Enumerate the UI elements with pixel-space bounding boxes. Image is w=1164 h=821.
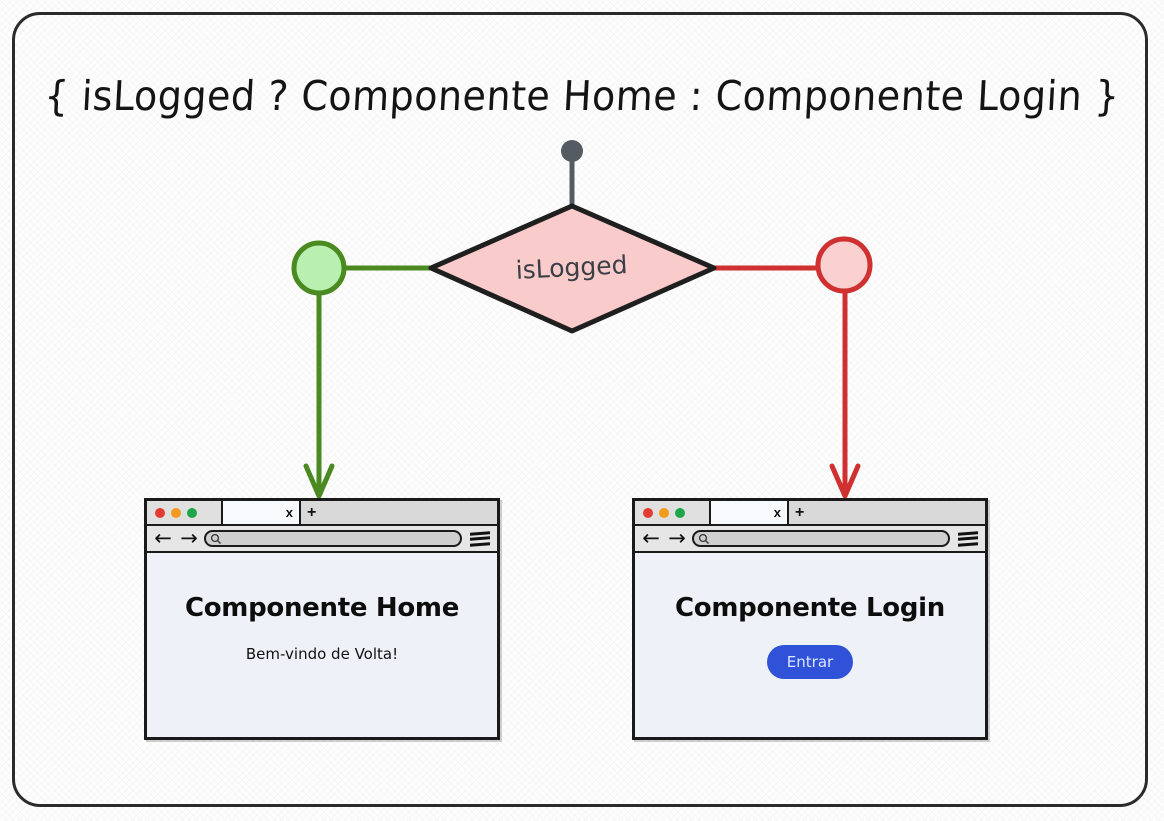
plus-icon: + (307, 503, 317, 521)
node-false-circle[interactable] (815, 236, 873, 294)
back-arrow-icon[interactable]: ← (154, 526, 172, 550)
entrar-button[interactable]: Entrar (766, 645, 854, 679)
plus-icon: + (795, 503, 805, 521)
hamburger-menu-icon[interactable] (470, 531, 492, 546)
maximize-window-dot-icon[interactable] (187, 507, 197, 518)
decision-label: isLogged (515, 250, 628, 285)
new-tab-button[interactable]: + (301, 501, 497, 524)
maximize-window-dot-icon[interactable] (675, 507, 685, 518)
traffic-light-group (147, 501, 223, 524)
close-window-dot-icon[interactable] (643, 507, 653, 518)
address-bar[interactable] (204, 530, 462, 547)
arrowhead-true (303, 463, 335, 499)
browser-tabbar: x + (635, 501, 985, 526)
forward-arrow-icon[interactable]: → (180, 526, 198, 550)
browser-tabbar: x + (147, 501, 497, 526)
forward-arrow-icon[interactable]: → (668, 526, 686, 550)
home-heading: Componente Home (184, 593, 460, 623)
search-icon (210, 533, 221, 544)
minimize-window-dot-icon[interactable] (171, 507, 181, 518)
back-arrow-icon[interactable]: ← (642, 526, 660, 550)
decision-diamond[interactable] (428, 203, 717, 334)
arrowhead-false (829, 463, 861, 499)
browser-window-login: x + ← → Componente Login Entrar (632, 498, 988, 740)
close-tab-icon[interactable]: x (773, 505, 781, 520)
home-subtext: Bem-vindo de Volta! (245, 645, 399, 663)
search-icon (698, 533, 709, 544)
new-tab-button[interactable]: + (789, 501, 985, 524)
hamburger-menu-icon[interactable] (958, 531, 980, 546)
browser-tab[interactable]: x (711, 501, 789, 524)
browser-window-home: x + ← → Componente Home Bem-vindo de Vol… (144, 498, 500, 740)
traffic-light-group (635, 501, 711, 524)
close-window-dot-icon[interactable] (155, 507, 165, 518)
outer-frame-border (12, 12, 1148, 807)
login-heading: Componente Login (675, 593, 945, 623)
browser-navbar: ← → (635, 526, 985, 553)
start-dot-icon[interactable] (561, 140, 583, 162)
browser-viewport-login: Componente Login Entrar (635, 553, 985, 737)
minimize-window-dot-icon[interactable] (659, 507, 669, 518)
node-true-circle[interactable] (291, 240, 347, 296)
browser-tab[interactable]: x (223, 501, 301, 524)
page-title: { isLogged ? Componente Home : Component… (43, 72, 1121, 120)
close-tab-icon[interactable]: x (285, 505, 293, 520)
address-bar[interactable] (692, 530, 950, 547)
browser-navbar: ← → (147, 526, 497, 553)
browser-viewport-home: Componente Home Bem-vindo de Volta! (147, 553, 497, 737)
